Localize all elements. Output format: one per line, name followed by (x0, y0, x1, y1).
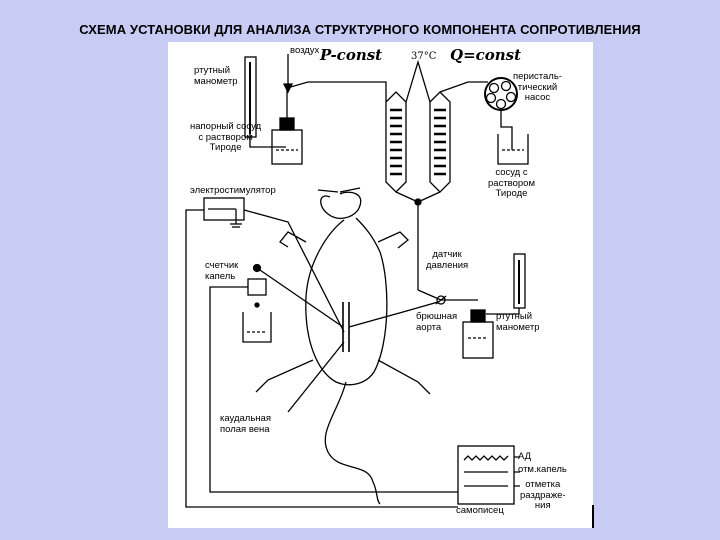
mercury-manometer-right (486, 253, 526, 315)
label-vessel-right: сосуд с раствором Тироде (488, 167, 535, 199)
slide-title: СХЕМА УСТАНОВКИ ДЛЯ АНАЛИЗА СТРУКТУРНОГО… (79, 22, 641, 37)
heat-exchanger-right (429, 91, 451, 193)
electrostimulator (185, 197, 458, 508)
panel-edge (592, 505, 594, 528)
label-manometer-left: ртутный манометр (194, 65, 238, 87)
label-air: воздух (290, 45, 320, 56)
vessel-right (497, 134, 529, 165)
label-caudal-vein: каудальная полая вена (220, 413, 271, 435)
recorder (457, 445, 515, 505)
label-drop-counter: счетчик капель (205, 260, 239, 282)
setup-diagram (185, 54, 529, 508)
pressure-sensor (417, 289, 478, 305)
label-manometer-right: ртутный манометр (496, 311, 540, 333)
rat-outline (255, 187, 431, 505)
mercury-manometer-left (244, 56, 286, 148)
label-stimulator: электростимулятор (190, 185, 276, 196)
label-recorder-ad: АД (518, 451, 532, 462)
drop-counter (209, 263, 458, 493)
label-pump: перисталь- тический насос (513, 71, 562, 103)
label-recorder-mark: отметка раздраже- ния (520, 479, 566, 511)
pressure-vessel (271, 81, 387, 165)
label-recorder: самописец (456, 505, 504, 516)
label-q-const: Q=const (450, 46, 522, 64)
label-recorder-drops: отм.капель (518, 464, 567, 475)
label-aorta: брюшная аорта (416, 311, 458, 333)
diagram-panel: воздух P-const 37°C Q=const ртутный мано… (168, 42, 593, 528)
label-pressure-sensor: датчик давления (426, 249, 469, 271)
label-temperature: 37°C (411, 51, 437, 62)
label-p-const: P-const (320, 46, 383, 64)
heat-exchanger-left (385, 91, 407, 193)
label-pressure-vessel: напорный сосуд с раствором Тироде (190, 121, 262, 153)
vessel-right-lower (462, 309, 494, 359)
